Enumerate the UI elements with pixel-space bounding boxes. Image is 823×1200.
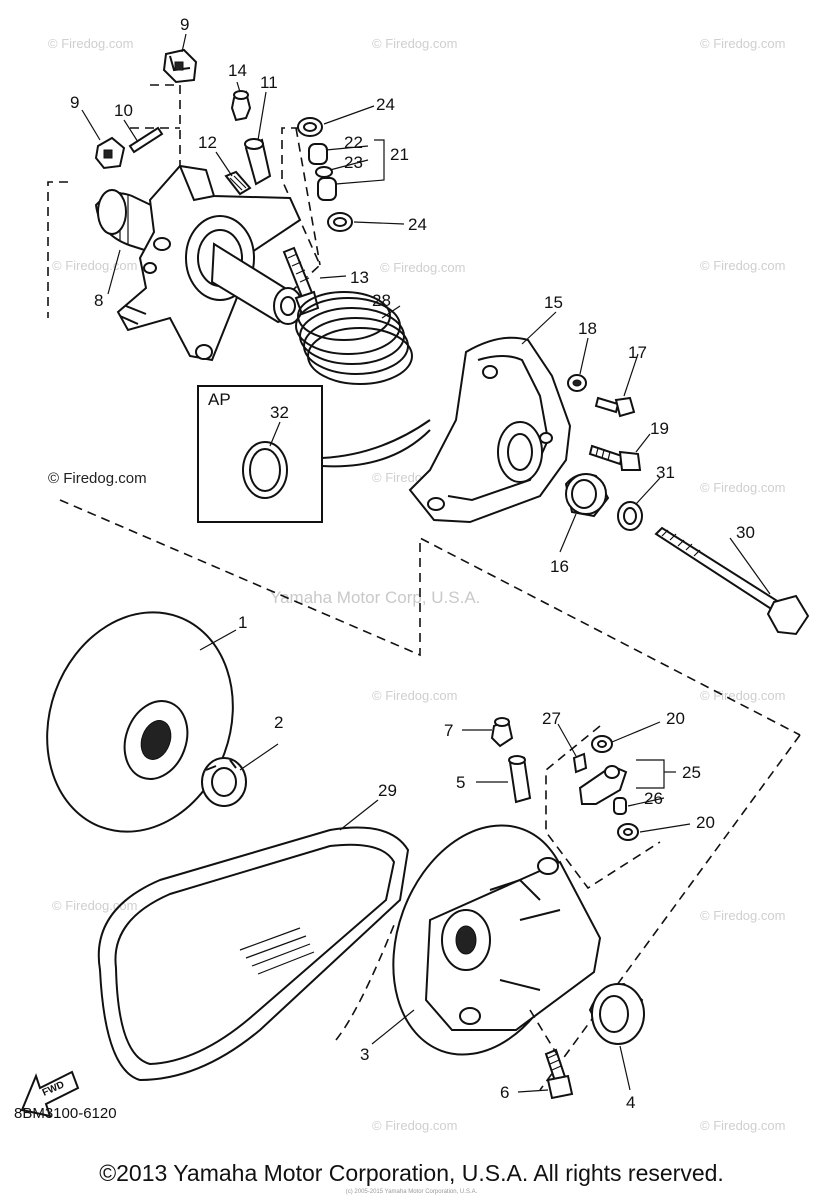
cap-27 xyxy=(572,752,588,774)
watermark: © Firedog.com xyxy=(700,258,785,273)
callout-6: 6 xyxy=(500,1083,509,1102)
callout-25: 25 xyxy=(682,763,701,782)
bolt-30 xyxy=(654,526,810,636)
watermark: © Firedog.com xyxy=(48,36,133,51)
callout-24: 24 xyxy=(376,95,395,114)
spider-shaft-8 xyxy=(94,164,303,362)
leader-lines xyxy=(81,33,771,1093)
callout-14: 14 xyxy=(228,61,247,80)
callout-20: 20 xyxy=(696,813,715,832)
collar-4 xyxy=(588,982,645,1045)
ap-box xyxy=(197,385,431,523)
sleeve-11 xyxy=(244,138,272,186)
callout-19: 19 xyxy=(650,419,669,438)
callout-4: 4 xyxy=(626,1093,635,1112)
callout-15: 15 xyxy=(544,293,563,312)
callout-21: 21 xyxy=(390,145,409,164)
callout-7: 7 xyxy=(444,721,453,740)
firedog-label: © Firedog.com xyxy=(48,470,147,487)
callout-23: 23 xyxy=(344,153,363,172)
clip-9-left xyxy=(94,136,126,170)
ap-box-label: AP xyxy=(208,390,231,409)
watermark-center: Yamaha Motor Corp, U.S.A. xyxy=(270,588,480,607)
washer-20-top xyxy=(591,735,613,753)
sleeve-5 xyxy=(508,755,532,804)
callout-1: 1 xyxy=(238,613,247,632)
callout-30: 30 xyxy=(736,523,755,542)
cap-14 xyxy=(230,90,252,122)
callout-5: 5 xyxy=(456,773,465,792)
callout-20: 20 xyxy=(666,709,685,728)
watermark: © Firedog.com xyxy=(52,258,137,273)
watermark: © Firedog.com xyxy=(700,36,785,51)
callout-9: 9 xyxy=(70,93,79,112)
sheave-3 xyxy=(392,824,602,1056)
bolt-19 xyxy=(588,444,642,471)
belt-29 xyxy=(97,826,410,1082)
spring-28 xyxy=(295,291,413,385)
callout-9: 9 xyxy=(180,15,189,34)
callout-22: 22 xyxy=(344,133,363,152)
callout-16: 16 xyxy=(550,557,569,576)
callouts: 9 9 10 14 11 12 24 22 23 21 24 13 8 28 1… xyxy=(70,15,755,1112)
washer-31 xyxy=(617,501,643,531)
bolt-17 xyxy=(594,396,636,418)
pin-12 xyxy=(224,170,252,196)
sheave-1 xyxy=(46,611,234,833)
callout-8: 8 xyxy=(94,291,103,310)
assembly-outline xyxy=(47,84,801,1091)
watermark: © Firedog.com xyxy=(380,260,465,275)
arm-25 xyxy=(578,764,628,815)
cover-15 xyxy=(408,336,572,524)
callout-32: 32 xyxy=(270,403,289,422)
collar-16 xyxy=(564,473,610,518)
cap-7 xyxy=(490,717,514,748)
callout-12: 12 xyxy=(198,133,217,152)
callout-11: 11 xyxy=(260,73,278,92)
callout-24: 24 xyxy=(408,215,427,234)
watermark: © Firedog.com xyxy=(372,1118,457,1133)
callout-10: 10 xyxy=(114,101,133,120)
callout-31: 31 xyxy=(656,463,675,482)
fwd-arrow: FWD xyxy=(20,1070,80,1118)
copyright-notice: ©2013 Yamaha Motor Corporation, U.S.A. A… xyxy=(99,1160,724,1186)
callout-28: 28 xyxy=(372,291,391,310)
watermark: © Firedog.com xyxy=(372,688,457,703)
callout-27: 27 xyxy=(542,709,561,728)
bolt-6 xyxy=(544,1048,574,1100)
roller-set-21 xyxy=(295,117,353,266)
pin-10 xyxy=(128,126,164,154)
washer-20-bottom xyxy=(617,823,639,841)
watermark: © Firedog.com xyxy=(700,908,785,923)
watermark: © Firedog.com xyxy=(700,688,785,703)
copyright-small-note: (c) 2005-2015 Yamaha Motor Corporation, … xyxy=(345,1189,478,1195)
watermark: © Firedog.com xyxy=(372,36,457,51)
callout-17: 17 xyxy=(628,343,647,362)
callout-13: 13 xyxy=(350,268,369,287)
watermark: © Firedog.com xyxy=(700,480,785,495)
diagram-part-code: 8BM3100-6120 xyxy=(14,1105,117,1122)
watermark: © Firedog.com xyxy=(700,1118,785,1133)
callout-18: 18 xyxy=(578,319,597,338)
callout-2: 2 xyxy=(274,713,283,732)
bushing-2 xyxy=(201,757,247,807)
clip-9-top xyxy=(162,48,198,84)
callout-3: 3 xyxy=(360,1045,369,1064)
callout-26: 26 xyxy=(644,789,663,808)
callout-29: 29 xyxy=(378,781,397,800)
washer-18 xyxy=(567,374,587,392)
